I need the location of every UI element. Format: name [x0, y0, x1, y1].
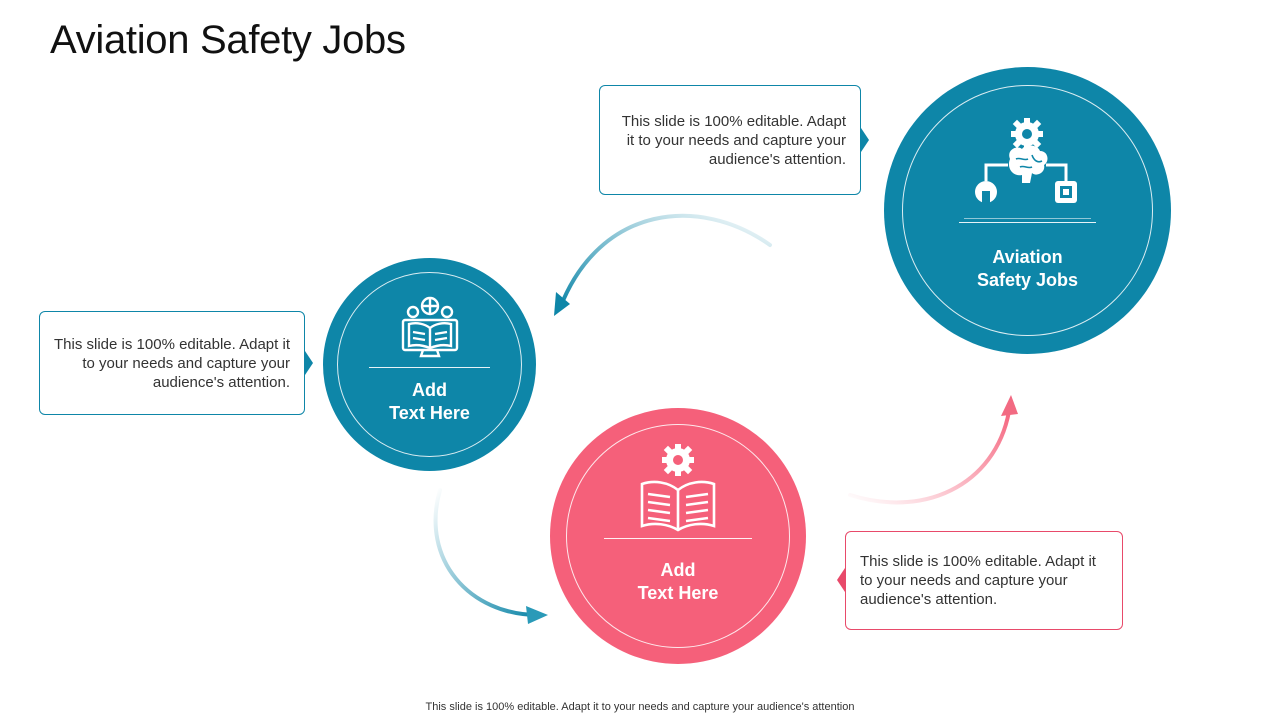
arrow-top-to-left-head: [554, 292, 570, 316]
callout-top: This slide is 100% editable. Adapt it to…: [599, 85, 861, 195]
arrow-bottom-to-main-head: [1001, 395, 1018, 416]
arrow-left-to-bottom: [433, 488, 540, 617]
circle-main-ring: [902, 85, 1153, 336]
callout-left-pointer: [305, 351, 313, 375]
callout-top-pointer: [861, 128, 869, 152]
circle-bottom-divider: [604, 538, 752, 539]
circle-main-divider-2: [964, 218, 1091, 219]
page-title: Aviation Safety Jobs: [50, 18, 406, 62]
circle-bottom: Add Text Here: [550, 408, 806, 664]
callout-bottom-right-pointer: [837, 568, 845, 592]
callout-bottom-right: This slide is 100% editable. Adapt it to…: [845, 531, 1123, 630]
arrow-bottom-to-main: [848, 403, 1012, 505]
callout-bottom-right-text: This slide is 100% editable. Adapt it to…: [860, 553, 1096, 608]
callout-left: This slide is 100% editable. Adapt it to…: [39, 311, 305, 415]
book-monitor-icon: [401, 296, 459, 358]
circle-bottom-ring: [566, 424, 790, 648]
circle-main-divider: [959, 222, 1096, 223]
circle-bottom-label: Add Text Here: [637, 560, 719, 603]
book-gear-icon: [640, 444, 716, 532]
brain-gear-circuit-icon: [975, 118, 1077, 203]
circle-main: Aviation Safety Jobs: [884, 67, 1171, 354]
arrow-top-to-left: [558, 213, 772, 310]
circle-left: Add Text Here: [323, 258, 536, 471]
circle-main-label: Aviation Safety Jobs: [976, 247, 1079, 290]
circle-left-divider: [369, 367, 490, 368]
arrow-left-to-bottom-head: [526, 606, 548, 624]
callout-left-text: This slide is 100% editable. Adapt it to…: [54, 335, 290, 391]
callout-top-text: This slide is 100% editable. Adapt it to…: [621, 112, 846, 168]
circle-left-ring: [337, 272, 522, 457]
circle-left-label: Add Text Here: [389, 380, 470, 423]
footer-note: This slide is 100% editable. Adapt it to…: [425, 701, 855, 713]
